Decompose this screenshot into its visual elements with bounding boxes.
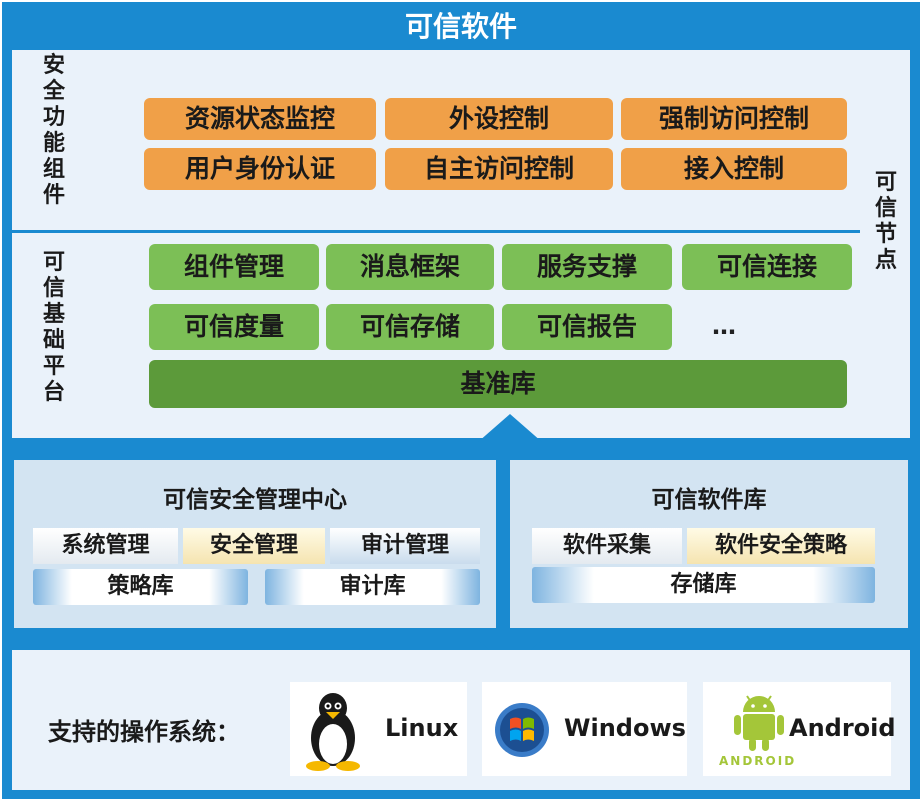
os-card-android: Android ANDROID	[703, 682, 896, 776]
security-components-label: 安全功能组件	[42, 53, 65, 208]
security-item: 强制访问控制	[621, 98, 847, 140]
platform-item: 服务支撑	[502, 244, 672, 290]
diagram-title: 可信软件	[12, 6, 910, 48]
platform-item: 可信存储	[326, 304, 494, 350]
security-item: 用户身份认证	[144, 148, 376, 190]
android-robot-icon	[734, 695, 784, 751]
software-collection-cell: 软件采集	[532, 528, 682, 564]
management-center-title: 可信安全管理中心	[163, 487, 347, 513]
platform-item: 可信报告	[502, 304, 672, 350]
tux-penguin-icon	[306, 693, 360, 771]
supported-os-label: 支持的操作系统：	[48, 718, 240, 746]
system-management-cell: 系统管理	[33, 528, 178, 564]
audit-management-cell: 审计管理	[330, 528, 480, 564]
audit-db: 审计库	[265, 569, 480, 605]
policy-db: 策略库	[33, 569, 248, 605]
platform-item: 消息框架	[326, 244, 494, 290]
android-wordmark: ANDROID	[719, 754, 797, 768]
baseline-library: 基准库	[149, 360, 847, 408]
platform-item: 可信连接	[682, 244, 852, 290]
security-item: 外设控制	[385, 98, 613, 140]
security-item: 自主访问控制	[385, 148, 613, 190]
trusted-platform-label: 可信基础平台	[42, 250, 65, 405]
windows-logo-icon	[495, 703, 549, 757]
software-security-policy-cell: 软件安全策略	[687, 528, 875, 564]
security-item: 资源状态监控	[144, 98, 376, 140]
more-items-ellipsis: …	[712, 312, 736, 340]
os-name: Android	[789, 714, 896, 742]
trusted-node-label: 可信节点	[874, 170, 897, 273]
platform-item: 可信度量	[149, 304, 319, 350]
platform-item: 组件管理	[149, 244, 319, 290]
software-library-title: 可信软件库	[651, 487, 767, 513]
os-name: Linux	[385, 714, 459, 742]
os-card-windows: Windows	[482, 682, 687, 776]
storage-db: 存储库	[532, 567, 875, 603]
security-item: 接入控制	[621, 148, 847, 190]
os-name: Windows	[564, 714, 686, 742]
security-management-cell: 安全管理	[183, 528, 325, 564]
os-card-linux: Linux	[290, 682, 467, 776]
section-divider	[12, 230, 860, 233]
